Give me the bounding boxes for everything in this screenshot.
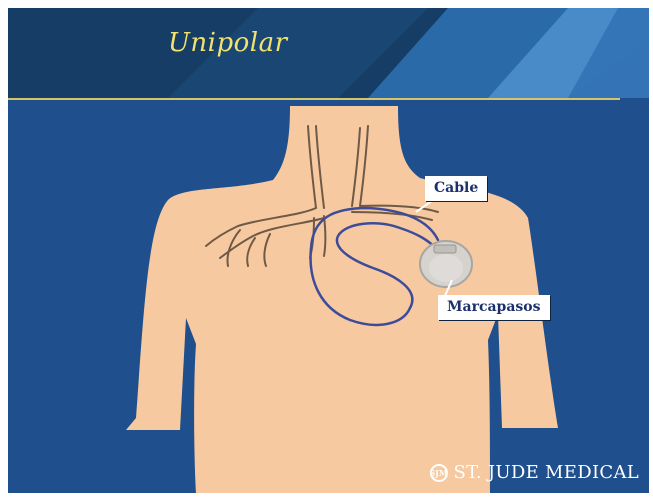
company-logo: SJM ST. JUDE MEDICAL (430, 462, 639, 483)
company-name: ST. JUDE MEDICAL (454, 462, 639, 483)
pacemaker-device (420, 241, 472, 287)
pacemaker-label: Marcapasos (438, 295, 550, 320)
logo-mark-icon: SJM (430, 464, 448, 482)
torso-diagram (8, 8, 649, 493)
cable-label: Cable (425, 176, 487, 201)
slide: Unipolar (8, 8, 649, 493)
